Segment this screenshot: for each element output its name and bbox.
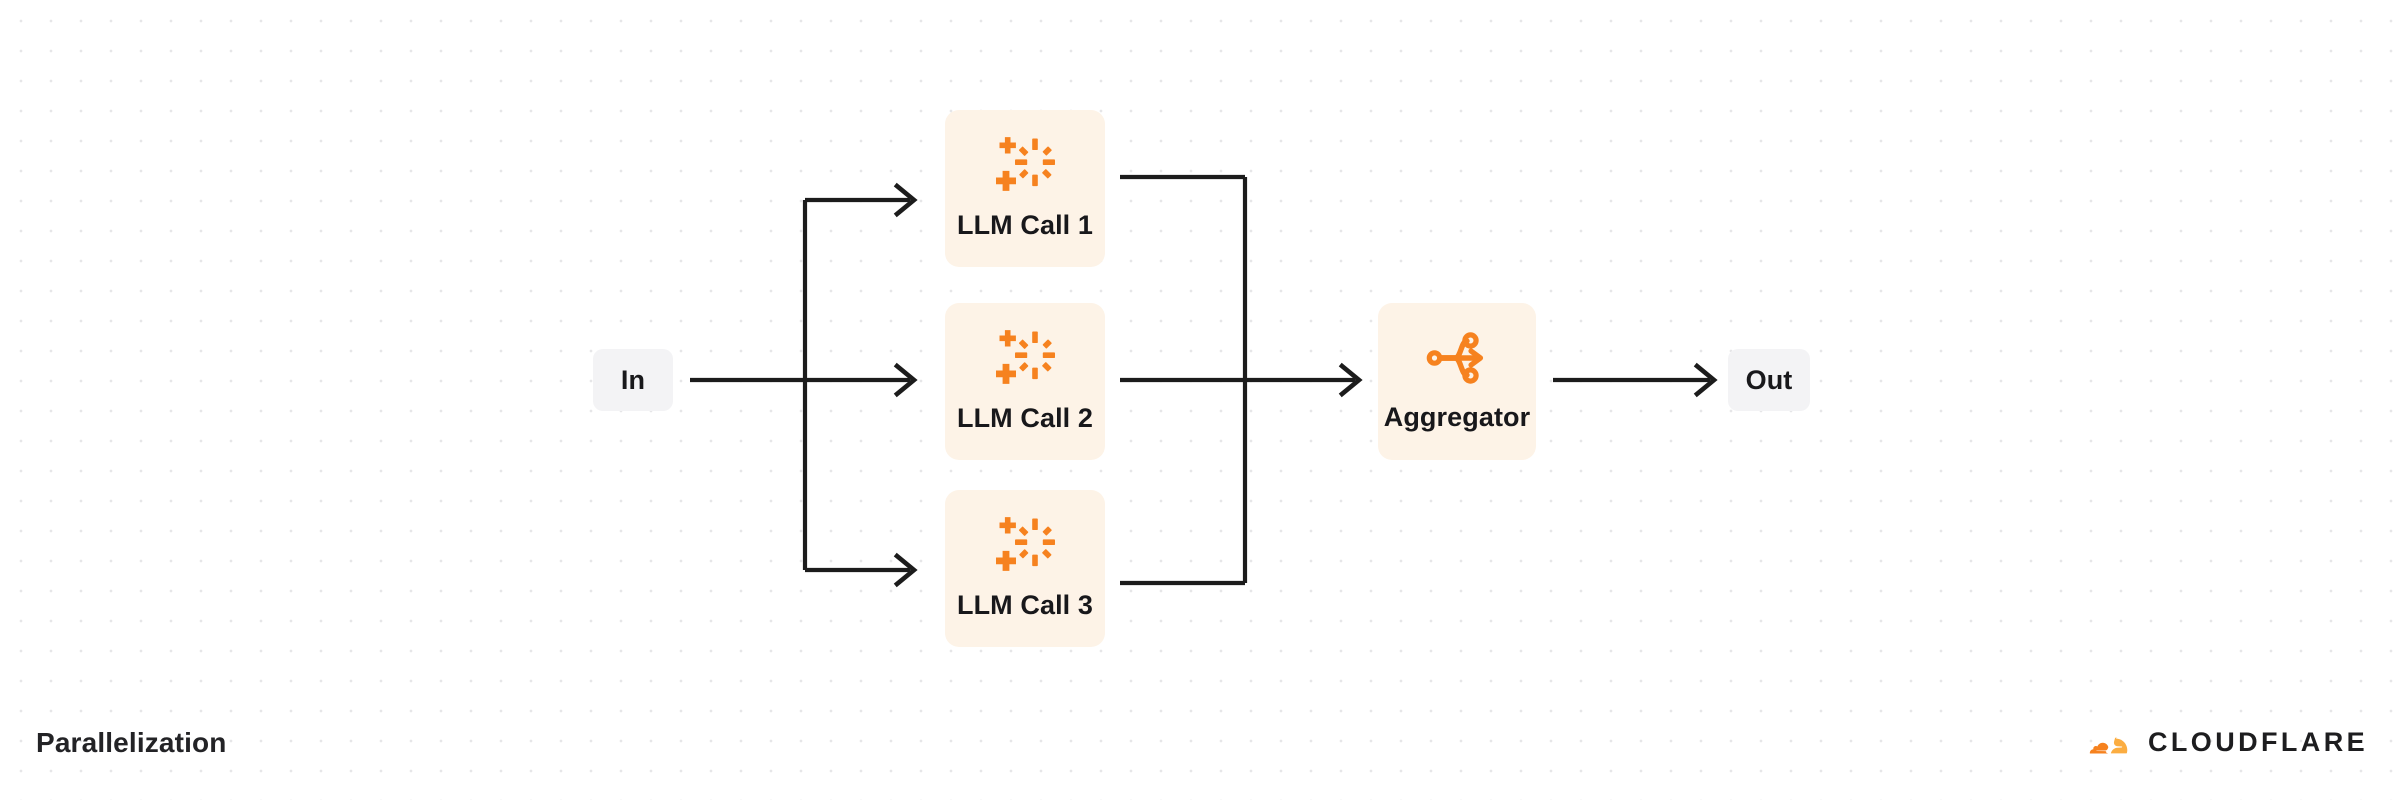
node-in[interactable]: In xyxy=(593,349,673,411)
edge-fanout-to-llm1 xyxy=(805,182,918,218)
ai-sparkle-icon xyxy=(993,136,1057,194)
node-llm-call-1[interactable]: LLM Call 1 xyxy=(945,110,1105,267)
page-title: Parallelization xyxy=(36,727,227,758)
node-out-label: Out xyxy=(1745,364,1793,395)
ai-sparkle-icon xyxy=(993,329,1057,387)
edge-fanin-to-aggregator xyxy=(1242,177,1363,583)
brand-logo: CLOUDFLARE xyxy=(2056,722,2368,762)
cloudflare-cloud-logo xyxy=(2056,722,2134,762)
brand-name: CLOUDFLARE xyxy=(2148,726,2368,757)
node-aggregator[interactable]: Aggregator xyxy=(1378,303,1536,460)
node-llm-call-2[interactable]: LLM Call 2 xyxy=(945,303,1105,460)
node-llm-call-3[interactable]: LLM Call 3 xyxy=(945,490,1105,647)
node-llm-call-1-label: LLM Call 1 xyxy=(956,210,1093,240)
node-llm-call-3-label: LLM Call 3 xyxy=(956,590,1093,620)
edge-aggregator-to-out xyxy=(1553,362,1718,398)
edge-fanout-to-llm3 xyxy=(805,552,918,588)
edge-fanout-to-llm2 xyxy=(805,362,918,398)
node-llm-call-2-label: LLM Call 2 xyxy=(956,403,1093,433)
node-out[interactable]: Out xyxy=(1728,349,1810,411)
node-aggregator-label: Aggregator xyxy=(1383,402,1531,432)
edge-in-to-fanout xyxy=(690,200,808,570)
ai-sparkle-icon xyxy=(993,516,1057,574)
node-in-label: In xyxy=(620,364,646,395)
aggregate-merge-icon xyxy=(1425,330,1489,386)
